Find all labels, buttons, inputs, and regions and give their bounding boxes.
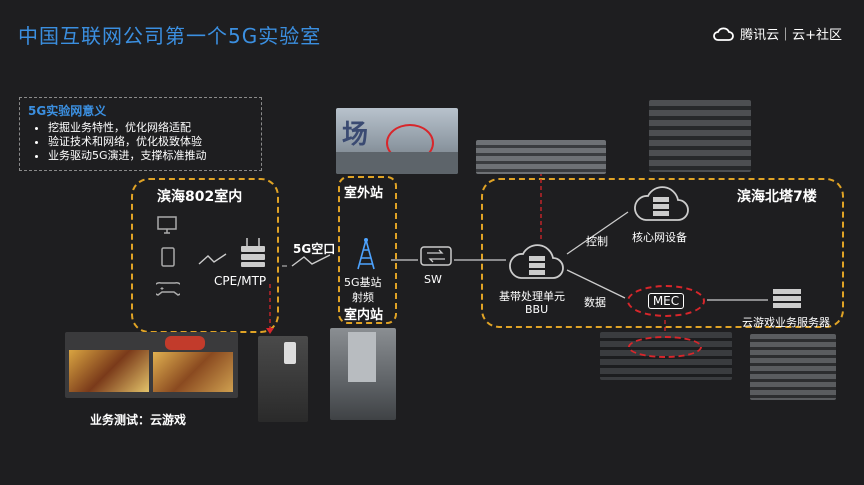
north-tower-label: 滨海北塔7楼 xyxy=(737,189,817,205)
gamepad-icon xyxy=(156,281,180,297)
wireless-link-icon xyxy=(198,253,227,265)
game-server-icon xyxy=(772,288,802,310)
outdoor-station-photo: 场 xyxy=(336,108,458,174)
core-rack-photo xyxy=(649,100,751,172)
cpe-tripod-photo xyxy=(258,336,308,422)
mec-label: MEC xyxy=(647,293,685,309)
brand-logo: 腾讯云｜云+社区 xyxy=(712,24,842,43)
mec-rack-photo xyxy=(600,332,732,380)
logo-text: 腾讯云｜云+社区 xyxy=(740,28,842,43)
photo-building-sign: 场 xyxy=(342,120,369,150)
core-network-label: 核心网设备 xyxy=(632,231,687,244)
right-game-screen xyxy=(153,352,233,392)
bbu-cloud-icon xyxy=(507,240,565,282)
monitor-icon xyxy=(157,215,177,235)
air-interface-label: 5G空口 xyxy=(293,242,336,256)
cloud-logo-icon xyxy=(713,27,734,41)
indoor-802-label: 滨海802室内 xyxy=(157,189,243,205)
station-box xyxy=(338,176,397,324)
bbu-label-line1: 基带处理单元 xyxy=(499,290,565,303)
indoor-antenna-box xyxy=(348,332,376,382)
left-game-screen xyxy=(69,350,149,392)
bbu-label-line2: BBU xyxy=(525,303,549,316)
mec-rack-highlight xyxy=(628,336,702,358)
cloud-gaming-photo xyxy=(65,332,238,398)
test-caption: 业务测试：云游戏 xyxy=(90,413,187,427)
sw-label: SW xyxy=(424,273,442,286)
meaning-item: 验证技术和网络，优化极致体验 xyxy=(48,135,253,149)
data-link-label: 数据 xyxy=(584,296,606,309)
phone-on-tripod xyxy=(284,342,296,364)
base-station-label: 5G基站 xyxy=(344,276,382,289)
game-server-photo xyxy=(750,334,836,400)
north-tower-box xyxy=(481,178,844,328)
meaning-list: 挖掘业务特性，优化网络适配 验证技术和网络，优化极致体验 业务驱动5G演进，支撑… xyxy=(28,121,253,163)
meaning-box: 5G实验网意义 挖掘业务特性，优化网络适配 验证技术和网络，优化极致体验 业务驱… xyxy=(19,97,262,171)
meaning-title: 5G实验网意义 xyxy=(28,104,107,118)
core-network-cloud-icon xyxy=(632,180,690,224)
photo-rooftop xyxy=(336,152,458,174)
outdoor-station-label: 室外站 xyxy=(344,186,384,201)
switch-icon xyxy=(420,246,452,266)
cpe-label: CPE/MTP xyxy=(214,274,267,288)
air-link-icon xyxy=(291,254,331,267)
indoor-station-photo xyxy=(330,328,396,420)
bbu-rack-photo xyxy=(476,140,606,174)
control-link-label: 控制 xyxy=(586,235,608,248)
meaning-item: 业务驱动5G演进，支撑标准推动 xyxy=(48,149,253,163)
rf-label: 射频 xyxy=(352,291,374,304)
game-controller-object xyxy=(165,336,205,350)
antenna-tower-icon xyxy=(354,236,378,270)
meaning-item: 挖掘业务特性，优化网络适配 xyxy=(48,121,253,135)
page-title: 中国互联网公司第一个5G实验室 xyxy=(18,24,322,48)
cpe-router-icon xyxy=(238,236,268,268)
mec-node: MEC xyxy=(627,285,705,317)
indoor-station-label: 室内站 xyxy=(344,308,384,323)
game-server-label: 云游戏业务服务器 xyxy=(742,316,830,329)
tablet-icon xyxy=(161,247,175,267)
